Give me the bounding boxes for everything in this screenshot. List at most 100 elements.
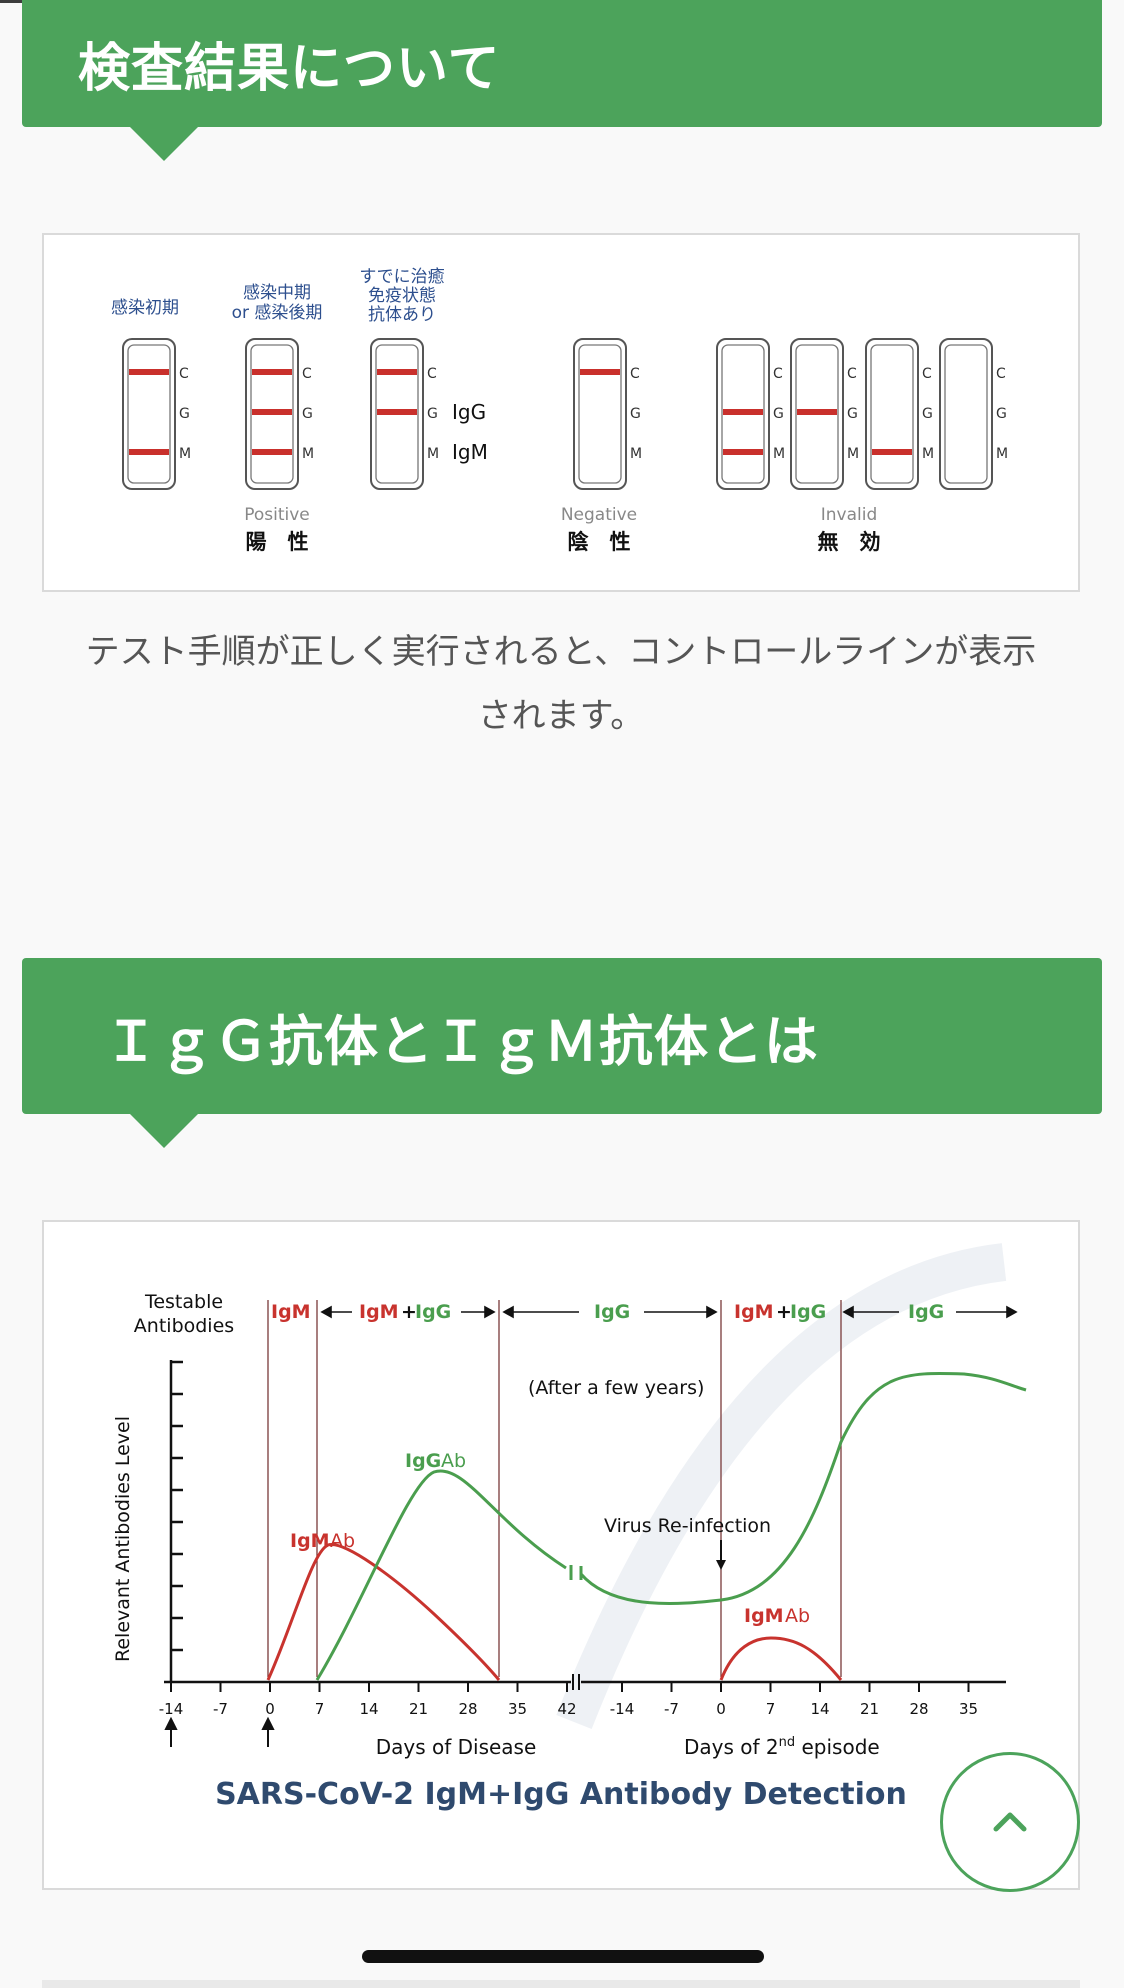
group-positive-jp: 陽 性: [246, 530, 309, 554]
result-line-c: [377, 369, 417, 375]
after-years-label: (After a few years): [528, 1377, 704, 1399]
antibody-chart: Testable Antibodies IgM IgM + IgG IgG Ig…: [112, 1243, 1027, 1812]
strip-label-g: G: [847, 406, 858, 422]
test-strip: CGM: [245, 338, 314, 490]
test-strip: C G M: [573, 338, 642, 490]
arrow-head: [706, 1305, 718, 1319]
home-indicator[interactable]: [362, 1950, 764, 1963]
caption-line-2: されます。: [477, 696, 645, 736]
stage-label-mid-2: or 感染後期: [232, 303, 323, 323]
igm2-ab-label-2: Ab: [785, 1605, 810, 1627]
phase-label-igm: IgM: [359, 1301, 399, 1323]
strip-label-m: M: [773, 446, 785, 462]
group-invalid-jp: 無 効: [818, 530, 881, 554]
result-line-m: [723, 449, 763, 455]
group-invalid-en: Invalid: [821, 505, 878, 525]
test-strip: CGM: [122, 338, 191, 490]
strip-label-m: M: [922, 446, 934, 462]
arrow-head: [320, 1305, 332, 1319]
strip-label-g: G: [630, 406, 641, 422]
x-tick-label: 7: [766, 1700, 776, 1718]
strip-window: [944, 344, 988, 484]
strip-label-c: C: [630, 366, 640, 382]
arrow-head: [842, 1305, 854, 1319]
test-strip: CGM: [865, 338, 934, 490]
strip-label-m: M: [302, 446, 314, 462]
testable-label-1: Testable: [144, 1291, 223, 1313]
x-tick-label: 7: [315, 1700, 325, 1718]
arrow-head: [502, 1305, 514, 1319]
x-tick-label: 14: [359, 1700, 378, 1718]
strip-label-c: C: [427, 366, 437, 382]
result-line-g: [723, 409, 763, 415]
background-watermark: [556, 1243, 1007, 1729]
strip-label-c: C: [996, 366, 1006, 382]
antibody-chart-figure: Testable Antibodies IgM IgM + IgG IgG Ig…: [42, 1220, 1080, 1890]
group-negative-en: Negative: [561, 505, 637, 525]
igm-curve-2: [719, 1636, 843, 1681]
group-positive-en: Positive: [244, 505, 310, 525]
strip-label-g: G: [427, 406, 438, 422]
result-line-g: [797, 409, 837, 415]
reinfection-label: Virus Re-infection: [604, 1515, 771, 1537]
strip-label-m: M: [630, 446, 642, 462]
phase-label-plus: +: [776, 1301, 792, 1323]
arrow-head: [164, 1716, 178, 1730]
chart-title: SARS-CoV-2 IgM+IgG Antibody Detection: [215, 1777, 907, 1812]
stage-label-cured-3: 抗体あり: [368, 305, 436, 325]
stage-label-cured-2: 免疫状態: [368, 286, 436, 306]
legend-igg: IgG: [452, 400, 486, 424]
legend-igm: IgM: [452, 440, 488, 464]
stage-label-mid-1: 感染中期: [243, 283, 311, 303]
test-strip: CGM: [716, 338, 785, 490]
strip-label-g: G: [996, 406, 1007, 422]
igm-ab-label-2: Ab: [330, 1530, 355, 1552]
strip-window: [127, 344, 171, 484]
x-tick-label: 35: [508, 1700, 527, 1718]
x-tick-label: -7: [213, 1700, 228, 1718]
strip-label-c: C: [847, 366, 857, 382]
group-negative-jp: 陰 性: [568, 530, 631, 554]
strip-window: [578, 344, 622, 484]
igg-curve-1: [315, 1469, 567, 1681]
y-axis-label: Relevant Antibodies Level: [112, 1416, 134, 1662]
igm-ab-label-1: IgM: [290, 1530, 330, 1552]
phase-label-igm: IgM: [271, 1301, 311, 1323]
phase-label-igg: IgG: [415, 1301, 451, 1323]
igm2-ab-label-1: IgM: [744, 1605, 784, 1627]
section-heading-text: ＩｇＧ抗体とＩｇＭ抗体とは: [104, 1009, 819, 1073]
x-tick-label: 42: [557, 1700, 576, 1718]
arrow-head: [484, 1305, 496, 1319]
scroll-to-top-button[interactable]: [940, 1752, 1080, 1892]
test-strip: C G M: [939, 338, 1008, 490]
igg-curve-2: [579, 1371, 1027, 1606]
igm-curve-1: [266, 1543, 501, 1681]
phase-label-igm: IgM: [734, 1301, 774, 1323]
result-line-m: [252, 449, 292, 455]
x-tick-label: 0: [265, 1700, 275, 1718]
strip-label-c: C: [773, 366, 783, 382]
test-strip: CGM: [370, 338, 439, 490]
strip-label-g: G: [302, 406, 313, 422]
x-tick-label: -14: [159, 1700, 184, 1718]
result-line-c: [252, 369, 292, 375]
strip-window: [870, 344, 914, 484]
result-line-c: [580, 369, 620, 375]
igg-ab-label-1: IgG: [405, 1450, 441, 1472]
x-tick-label: 0: [716, 1700, 726, 1718]
strip-label-m: M: [996, 446, 1008, 462]
arrow-head: [716, 1560, 726, 1570]
phase-label-plus: +: [401, 1301, 417, 1323]
x-tick-label: 35: [959, 1700, 978, 1718]
strip-label-m: M: [179, 446, 191, 462]
section-heading-test-results: 検査結果について: [22, 0, 1102, 161]
strip-label-c: C: [922, 366, 932, 382]
strip-label-g: G: [179, 406, 190, 422]
test-results-caption: テスト手順が正しく実行されると、コントロールラインが表示 されます。: [42, 620, 1080, 748]
phase-label-igg: IgG: [790, 1301, 826, 1323]
arrow-head: [1006, 1305, 1018, 1319]
result-line-g: [252, 409, 292, 415]
x-axis-label-1: Days of Disease: [376, 1735, 537, 1759]
x-tick-label: 28: [458, 1700, 477, 1718]
